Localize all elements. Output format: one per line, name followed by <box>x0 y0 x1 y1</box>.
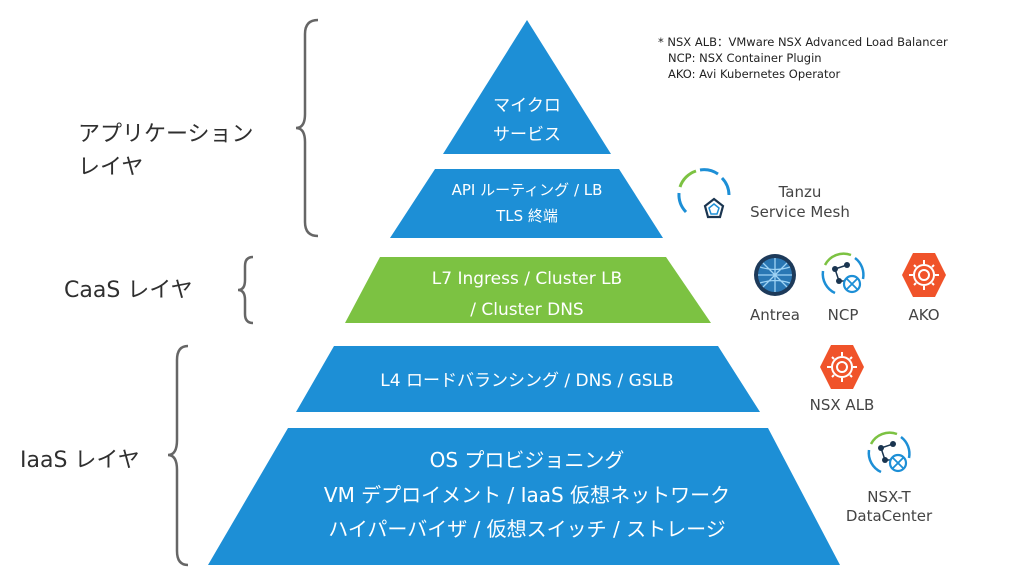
svg-text:TLS 終端: TLS 終端 <box>495 207 558 225</box>
pyramid-tier-api-routing <box>390 169 663 238</box>
nsx-alb-label: NSX ALB <box>809 396 875 414</box>
svg-text:VM デプロイメント / IaaS 仮想ネットワーク: VM デプロイメント / IaaS 仮想ネットワーク <box>324 483 730 507</box>
svg-text:API ルーティング / LB: API ルーティング / LB <box>452 181 603 199</box>
bracket-iaas <box>167 344 189 567</box>
nsx-alb-icon <box>820 345 864 389</box>
legend-line-ncp: NCP: NSX Container Plugin <box>668 51 822 65</box>
svg-text:ハイパーバイザ / 仮想スイッチ / ストレージ: ハイパーバイザ / 仮想スイッチ / ストレージ <box>328 517 726 541</box>
svg-text:サービス: サービス <box>493 125 561 145</box>
legend-line-nsx-alb: * NSX ALB：VMware NSX Advanced Load Balan… <box>658 35 948 49</box>
pyramid-tier-microservices <box>443 20 611 154</box>
tanzu-service-mesh-icon <box>677 168 731 219</box>
svg-text:L4 ロードバランシング / DNS / GSLB: L4 ロードバランシング / DNS / GSLB <box>380 371 673 391</box>
svg-text:OS プロビジョニング: OS プロビジョニング <box>430 448 625 472</box>
application-layer-label: アプリケーション レイヤ <box>78 122 254 180</box>
tier-text-microservices: マイクロ サービス <box>493 96 561 145</box>
svg-text:/ Cluster DNS: / Cluster DNS <box>470 300 583 320</box>
tier-text-l4-lb: L4 ロードバランシング / DNS / GSLB <box>380 371 673 391</box>
tier-text-l7-ingress: L7 Ingress / Cluster LB / Cluster DNS <box>432 269 622 320</box>
pyramid-tier-l4-lb <box>296 346 760 412</box>
pyramid-tier-os-provisioning <box>208 428 840 565</box>
ako-label: AKO <box>908 306 940 324</box>
abbreviation-legend: * NSX ALB：VMware NSX Advanced Load Balan… <box>658 34 948 82</box>
svg-text:L7 Ingress / Cluster LB: L7 Ingress / Cluster LB <box>432 269 622 289</box>
iaas-layer-label: IaaS レイヤ <box>20 448 140 473</box>
antrea-label: Antrea <box>750 306 800 324</box>
bracket-caas <box>237 255 254 325</box>
nsx-t-icon <box>867 431 911 474</box>
ako-icon <box>902 253 946 297</box>
legend-line-ako: AKO: Avi Kubernetes Operator <box>668 67 841 81</box>
ncp-label: NCP <box>827 306 859 324</box>
antrea-icon <box>754 254 796 296</box>
tier-text-api-routing: API ルーティング / LB TLS 終端 <box>452 181 603 225</box>
ncp-icon <box>821 252 865 295</box>
tanzu-service-mesh-label: Tanzu Service Mesh <box>750 183 850 221</box>
tier-text-os: OS プロビジョニング VM デプロイメント / IaaS 仮想ネットワーク ハ… <box>324 448 730 541</box>
svg-text:マイクロ: マイクロ <box>493 96 561 116</box>
nsx-t-label: NSX-T DataCenter <box>845 488 933 525</box>
caas-layer-label: CaaS レイヤ <box>64 278 193 303</box>
pyramid-tier-l7-ingress <box>345 257 711 323</box>
bracket-application <box>295 18 319 238</box>
